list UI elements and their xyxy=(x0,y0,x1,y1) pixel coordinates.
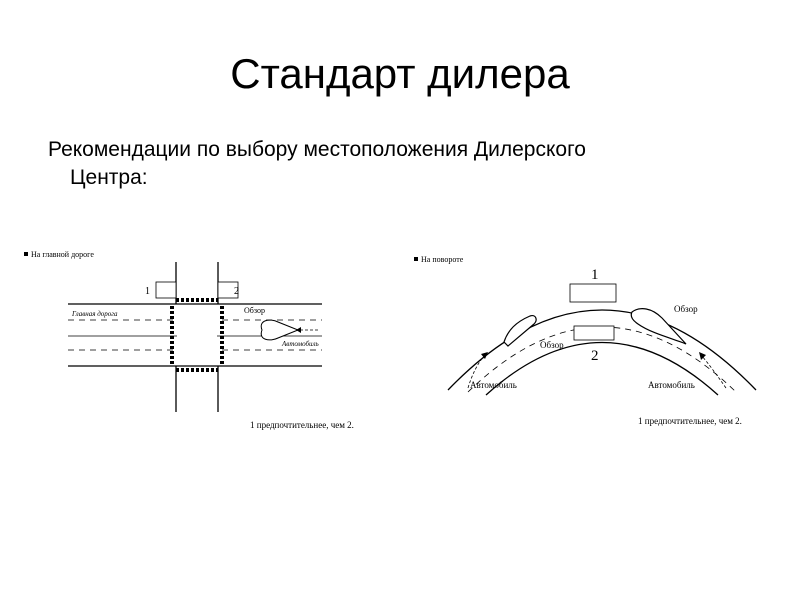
turn-spot-1-label: 1 xyxy=(591,267,599,283)
car-arrow-right-head xyxy=(699,352,706,360)
spot-2-label: 2 xyxy=(234,286,239,297)
car-label-left: Автомобиль xyxy=(470,380,517,390)
curve-road-inner xyxy=(485,342,719,396)
diagram-main-road-label: На главной дороге xyxy=(31,250,94,259)
view-cone-right xyxy=(630,308,687,345)
turn-spot-1-box xyxy=(569,283,617,303)
car-label: Автомобиль xyxy=(281,340,319,348)
view-label: Обзор xyxy=(244,306,265,315)
view-label-right: Обзор xyxy=(674,304,698,314)
turn-spot-2-label: 2 xyxy=(591,348,599,364)
intersection-area xyxy=(177,305,217,365)
slide-subtitle: Рекомендации по выбору местоположения Ди… xyxy=(48,136,728,192)
legend-bullet xyxy=(24,252,28,256)
view-cone xyxy=(260,319,300,341)
car-arrow-right xyxy=(701,355,727,389)
diagram-turn-svg: На повороте 1 2 Обзор Обзор Автомобиль А… xyxy=(414,255,757,426)
road-label: Главная дорога xyxy=(71,310,118,318)
subtitle-line-2: Центра: xyxy=(70,166,148,189)
diagram-main-road-svg: На главной дороге 1 2 Главная дорога Обз… xyxy=(24,250,354,430)
diagram-turn: На повороте 1 2 Обзор Обзор Автомобиль А… xyxy=(412,240,772,440)
diagram-main-road-note: 1 предпочтительнее, чем 2. xyxy=(250,420,354,430)
diagram-main-road: На главной дороге 1 2 Главная дорога Обз… xyxy=(22,240,382,440)
diagram-turn-note: 1 предпочтительнее, чем 2. xyxy=(638,416,742,426)
car-arrow-left-head xyxy=(481,352,488,359)
car-label-right: Автомобиль xyxy=(648,380,695,390)
spot-1-label: 1 xyxy=(145,286,150,297)
subtitle-line-1: Рекомендации по выбору местоположения Ди… xyxy=(48,138,586,161)
turn-spot-2-box xyxy=(573,325,615,341)
spot-1-box xyxy=(155,281,177,299)
curve-road-outer xyxy=(447,309,757,391)
view-cone-left xyxy=(503,315,537,347)
spot-2-box xyxy=(217,281,239,299)
diagram-turn-label: На повороте xyxy=(421,255,464,264)
slide-title: Стандарт дилера xyxy=(230,50,570,97)
legend-bullet xyxy=(414,257,418,261)
car-arrow-head xyxy=(296,327,301,333)
view-label-left: Обзор xyxy=(540,340,564,350)
curve-road-lane xyxy=(467,326,737,393)
